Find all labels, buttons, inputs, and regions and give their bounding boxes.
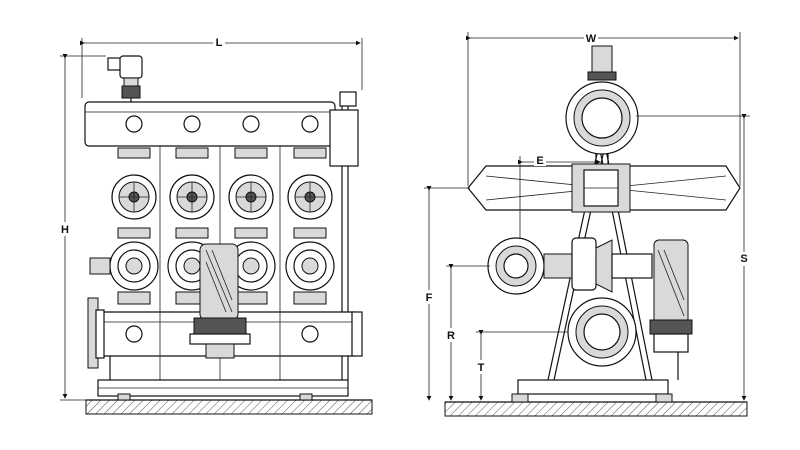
dim-label-L: L xyxy=(216,37,223,49)
dimension-W: W xyxy=(466,31,741,186)
dim-label-E: E xyxy=(536,155,543,167)
side-horizontal-tank xyxy=(467,163,741,213)
front-ground-base xyxy=(85,399,373,415)
front-view: L H xyxy=(59,36,373,415)
side-bottom-filter xyxy=(567,297,637,367)
dimension-E: E xyxy=(518,154,601,238)
top-manifold-pipe xyxy=(84,101,359,167)
side-right-filter xyxy=(649,239,693,380)
dim-label-F: F xyxy=(426,292,433,304)
dimension-F: F xyxy=(423,186,470,401)
filter-column-1 xyxy=(89,147,159,305)
dimension-L: L xyxy=(80,36,363,98)
top-control-valve xyxy=(107,55,143,102)
dim-label-H: H xyxy=(61,224,69,236)
side-view: W E S F R xyxy=(423,31,750,417)
dimension-R: R xyxy=(445,264,490,401)
dim-label-R: R xyxy=(447,330,455,342)
side-middle-valve xyxy=(487,237,653,295)
center-filter-housing xyxy=(189,243,251,359)
dimension-H: H xyxy=(59,54,106,401)
dimension-S: S xyxy=(636,114,750,401)
filter-column-4 xyxy=(285,147,335,305)
side-ground-base xyxy=(444,401,748,417)
side-top-filter xyxy=(565,45,639,176)
dim-label-S: S xyxy=(740,253,747,265)
dim-label-T: T xyxy=(478,362,485,374)
dimension-T: T xyxy=(475,330,568,401)
side-skid xyxy=(511,379,673,403)
dim-label-W: W xyxy=(586,33,597,45)
